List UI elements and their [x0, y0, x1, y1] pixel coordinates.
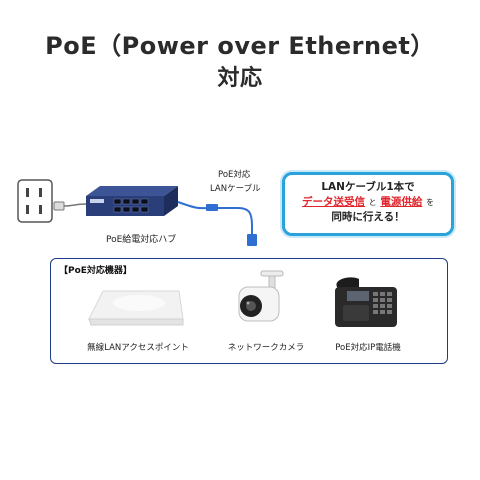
network-illustration: [17, 179, 257, 246]
page-title-line1: PoE（Power over Ethernet）: [45, 32, 435, 60]
callout-line1: LANケーブル1本で: [321, 181, 415, 193]
lan-cable-icon: [177, 201, 257, 246]
hub-label: PoE給電対応ハブ: [106, 235, 177, 245]
device-label-access-point: 無線LANアクセスポイント: [87, 343, 189, 353]
callout-line2: データ送受信 と 電源供給 を: [285, 195, 451, 210]
callout-data-text: データ送受信: [302, 196, 366, 208]
callout-and-text: と: [368, 198, 377, 207]
devices-illustration: [88, 270, 397, 327]
ip-phone-icon: [335, 277, 397, 327]
network-camera-icon: [238, 270, 284, 322]
poe-devices-box: 【PoE対応機器】: [50, 258, 448, 364]
cable-label-line2: LANケーブル: [210, 184, 261, 194]
power-plug-icon: [53, 201, 87, 211]
callout-line3: 同時に行える！: [331, 211, 405, 223]
device-label-ip-phone: PoE対応IP電話機: [335, 343, 401, 353]
device-label-network-camera: ネットワークカメラ: [227, 343, 305, 353]
poe-diagram: PoE給電対応ハブ PoE対応 LANケーブル LANケーブル1本で データ送受…: [0, 150, 480, 390]
cable-label-line1: PoE対応: [218, 170, 251, 180]
access-point-icon: [88, 290, 184, 326]
devices-box-title: 【PoE対応機器】: [59, 266, 132, 276]
callout-wo-text: を: [425, 198, 434, 207]
callout-power-text: 電源供給: [380, 196, 423, 208]
power-outlet-icon: [17, 179, 53, 223]
poe-hub-icon: [86, 186, 178, 216]
page-title-line2: 対応: [217, 66, 263, 91]
callout-bubble: LANケーブル1本で データ送受信 と 電源供給 を 同時に行える！: [282, 172, 454, 236]
